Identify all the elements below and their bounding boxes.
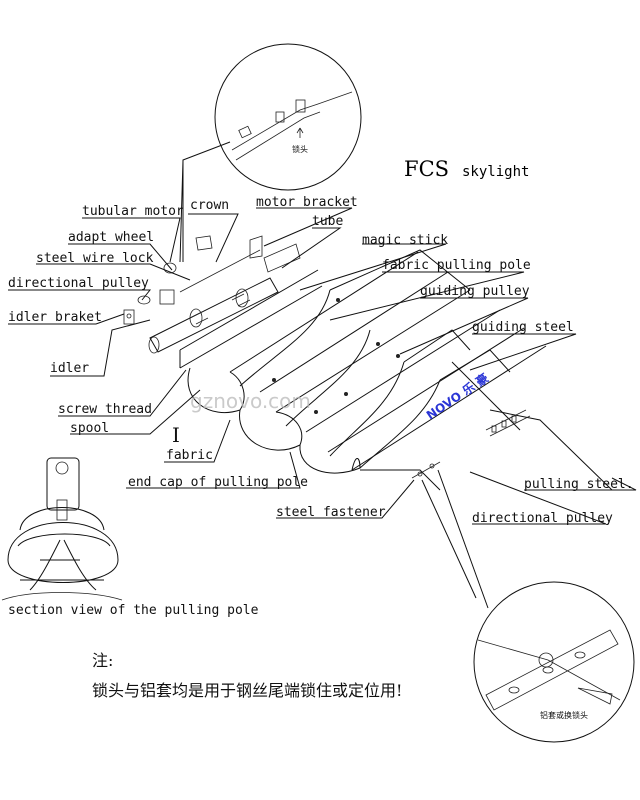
label-adapt-wheel: adapt wheel [68,230,154,245]
label-tubular-motor: tubular motor [82,204,184,219]
title-main: FCS [404,157,449,181]
section-marker: I [172,423,180,447]
bottom-detail-label: 铝套或换锁头 [540,710,588,720]
label-section-view: section view of the pulling pole [8,603,259,618]
label-spool: spool [70,421,109,436]
note-heading: 注: [92,651,113,670]
label-magic-stick: magic stick [362,233,448,248]
label-directional-pulley-right: directional pulley [472,511,613,526]
label-end-cap: end cap of pulling pole [128,475,308,490]
label-fabric-pulling-pole: fabric pulling pole [382,258,531,273]
label-crown: crown [190,198,229,213]
leader-lines [8,207,637,525]
label-directional-pulley-left: directional pulley [8,276,149,291]
bottom-circle-connector [421,479,477,599]
label-guiding-pulley: guiding pulley [420,284,530,299]
label-pulling-steel: pulling steel. [524,477,634,492]
novo-logo: NOVO 乐 豪 [423,370,491,422]
top-detail-label: 锁头 [292,144,308,154]
bottom-detail-circle: 铝套或换锁头 [473,581,635,743]
section-view [1,457,123,601]
note-body: 锁头与铝套均是用于钢丝尾端锁住或定位用! [92,681,402,700]
label-idler-braket: idler braket [8,310,102,325]
main-assembly [123,235,613,491]
label-guiding-steel: guiding steel [472,320,574,335]
label-screw-thread: screw thread [58,402,152,417]
label-steel-wire-lock: steel wire lock [36,251,154,266]
label-steel-fastener: steel fastener [276,505,386,520]
label-motor-bracket: motor bracket [256,195,358,210]
title-sub: skylight [462,164,529,180]
label-tube: tube [312,214,343,229]
label-fabric: fabric [166,448,213,463]
top-detail-circle: 锁头 [214,43,362,191]
watermark: gznovo.com [190,389,311,413]
label-idler: idler [50,361,89,376]
